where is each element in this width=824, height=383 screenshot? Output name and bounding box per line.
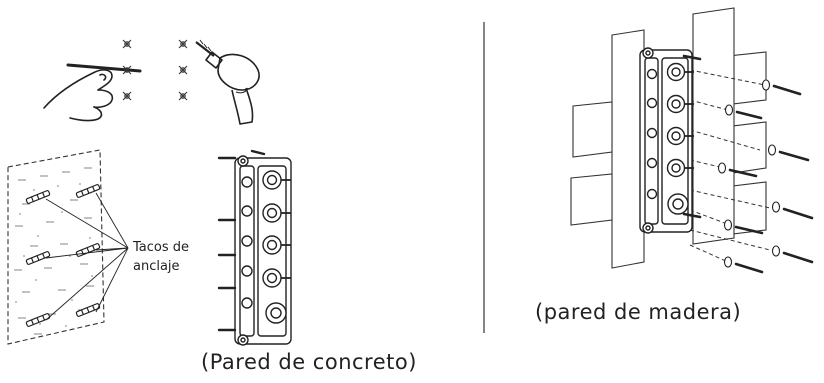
concrete-wall-caption: (Pared de concreto) [201, 350, 417, 374]
hand-pencil-icon [43, 63, 142, 122]
wooden-studs [570, 7, 767, 269]
valve-body-wood [639, 47, 694, 234]
valve-body-concrete [234, 155, 292, 346]
washer-icons [717, 79, 781, 268]
anchor-label-line2: anclaje [133, 259, 180, 274]
marked-hole-icons [122, 39, 188, 101]
screw-icons-wood [682, 54, 814, 274]
drill-icon [195, 39, 260, 125]
screw-paths [689, 69, 771, 263]
anchor-leader-lines [45, 192, 129, 321]
anchor-label-line1: Tacos de [133, 240, 190, 255]
wood-wall-caption: (pared de madera) [535, 300, 742, 324]
screw-icons-concrete [217, 149, 266, 332]
